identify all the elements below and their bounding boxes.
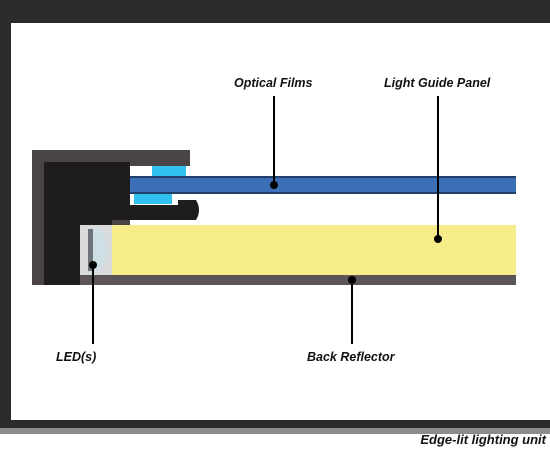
led-lens [92, 229, 107, 271]
figure-caption: Edge-lit lighting unit [420, 432, 546, 447]
light-guide-panel-label: Light Guide Panel [384, 76, 491, 90]
leds-label: LED(s) [56, 350, 97, 364]
frame-shadow [0, 428, 550, 434]
housing-inner [44, 162, 199, 285]
optical-film-top-edge [130, 176, 516, 178]
led-chip [88, 229, 93, 271]
optical-film [130, 176, 516, 194]
optical-film-bottom-edge [130, 192, 516, 194]
light-guide-callout-dot [434, 235, 442, 243]
back-reflector-label: Back Reflector [307, 350, 395, 364]
film-spacer-top [152, 166, 186, 176]
light-guide-panel [112, 225, 516, 275]
film-spacer-bottom [134, 194, 172, 204]
back-reflector [80, 274, 516, 285]
optical-films-label: Optical Films [234, 76, 313, 90]
back-reflector-callout-dot [348, 276, 356, 284]
led-callout-dot [89, 261, 97, 269]
optical-films-callout-dot [270, 181, 278, 189]
